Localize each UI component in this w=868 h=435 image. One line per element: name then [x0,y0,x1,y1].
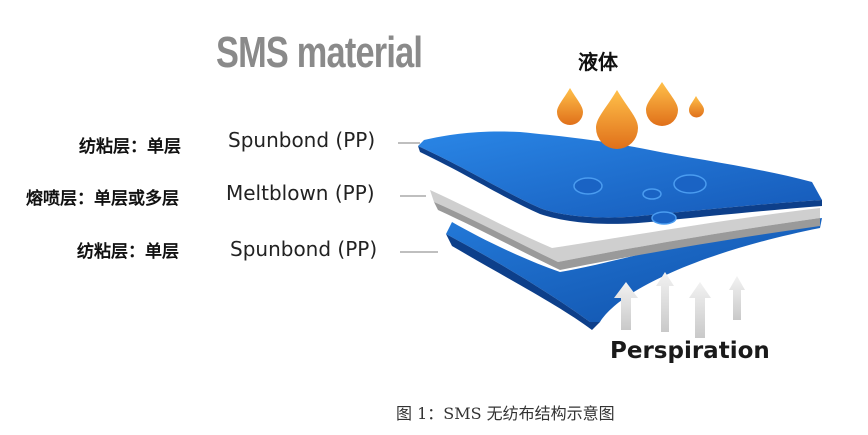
droplet-icon [689,96,704,118]
layer-3-en-label: Spunbond (PP) [230,237,378,261]
droplet-icon [646,82,678,126]
layer-2-en-label: Meltblown (PP) [226,181,375,205]
liquid-droplets [557,82,704,149]
up-arrow-icon [689,282,711,338]
perspiration-label: Perspiration [610,338,770,364]
water-bead [673,174,707,194]
water-bead [573,177,603,195]
droplet-icon [557,88,583,125]
water-bead [651,211,677,225]
middle-meltblown-layer [430,190,820,270]
up-arrow-icon [656,272,674,332]
bottom-spunbond-layer [446,218,822,330]
layer-1-en-label: Spunbond (PP) [228,128,376,152]
liquid-label: 液体 [578,50,618,74]
layer-2-cn-label: 熔喷层：单层或多层 [26,189,179,209]
top-spunbond-layer [418,131,822,225]
diagram-title: SMS material [216,28,423,77]
water-bead [642,188,662,200]
layer-1-cn-label: 纺粘层：单层 [79,137,181,157]
layer-3-cn-label: 纺粘层：单层 [77,242,179,262]
up-arrow-icon [614,282,638,330]
up-arrow-icon [729,276,745,320]
perspiration-arrows [614,272,745,338]
figure-caption: 图 1：SMS 无纺布结构示意图 [396,404,615,423]
droplet-icon [596,90,638,149]
